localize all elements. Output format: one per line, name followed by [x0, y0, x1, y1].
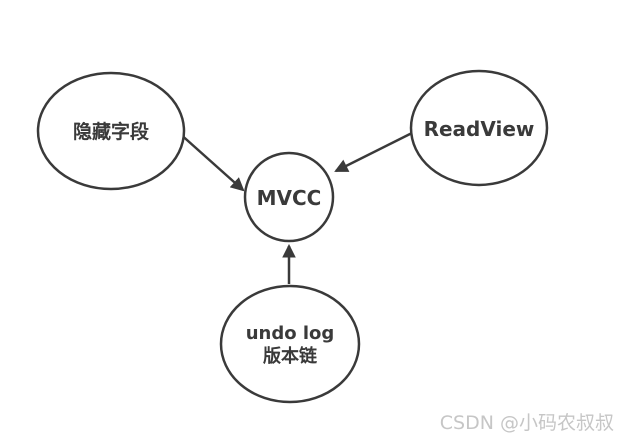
csdn-watermark: CSDN @小码农叔叔 [440, 412, 614, 434]
edge-readview-to-mvcc [334, 131, 413, 173]
node-undo-log-shape [219, 284, 361, 404]
node-readview-shape [409, 69, 549, 187]
node-hidden-fields-shape [36, 71, 186, 191]
node-mvcc-label: MVCC [257, 186, 322, 210]
node-undo-log-label-line2: 版本链 [263, 345, 318, 367]
node-hidden-fields-label: 隐藏字段 [73, 120, 150, 143]
node-readview-label: ReadView [424, 117, 535, 141]
node-undo-log-label-line1: undo log [246, 323, 335, 344]
node-mvcc-shape [243, 151, 335, 243]
edge-hidden-fields-to-mvcc [177, 131, 245, 192]
